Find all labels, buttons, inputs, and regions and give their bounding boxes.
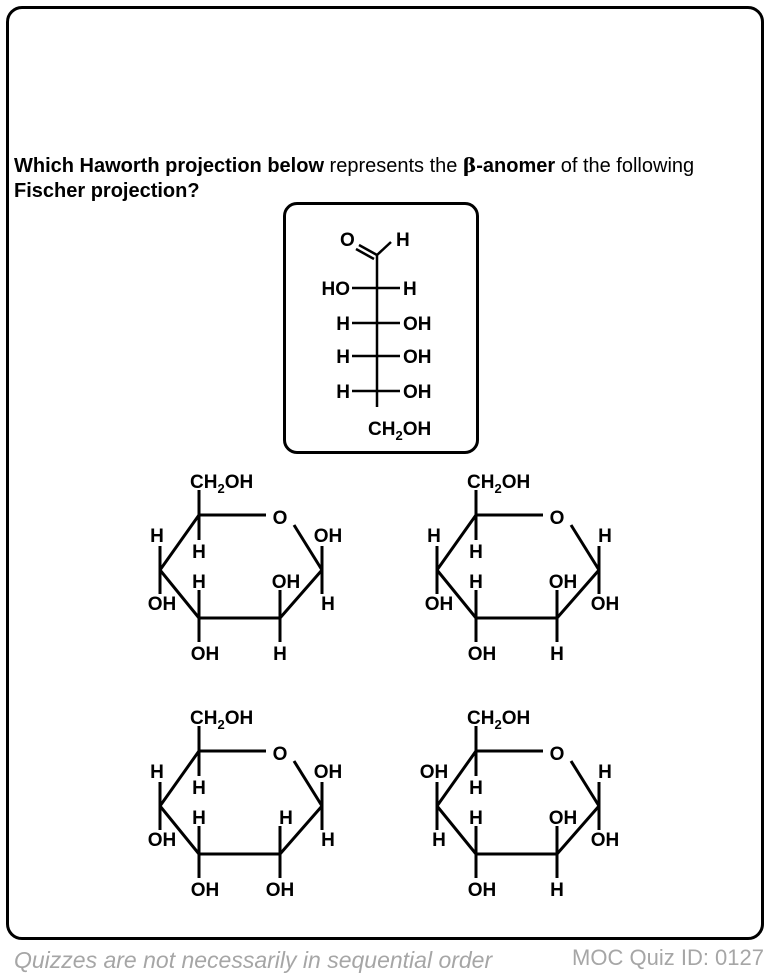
question-part2: represents the	[324, 155, 463, 177]
quiz-frame	[6, 6, 764, 940]
c1-down-label: OH	[591, 594, 620, 615]
c1-up-label: OH	[314, 526, 343, 547]
c3-down-label: OH	[468, 644, 497, 665]
fischer-c4-left: H	[336, 347, 350, 368]
c2-up-label: H	[279, 808, 293, 829]
fischer-c3-right: OH	[403, 314, 432, 335]
c4-down-label: OH	[148, 594, 177, 615]
c4-up-label: OH	[420, 762, 449, 783]
footer-note: Quizzes are not necessarily in sequentia…	[14, 947, 493, 973]
question-part3: of the following	[555, 155, 695, 177]
fischer-box	[283, 202, 479, 454]
c1-down-label: OH	[591, 830, 620, 851]
fischer-c3-left: H	[336, 314, 350, 335]
c4-up-label: H	[427, 526, 441, 547]
ring-oxygen: O	[550, 744, 565, 765]
beta-symbol: β	[462, 153, 477, 177]
c3-up-label: H	[469, 572, 483, 593]
c1-down-label: H	[321, 830, 335, 851]
c5-down-label: H	[192, 542, 206, 563]
c1-up-label: H	[598, 762, 612, 783]
c2-up-label: OH	[272, 572, 301, 593]
c1-up-label: H	[598, 526, 612, 547]
c1-up-label: OH	[314, 762, 343, 783]
c3-up-label: H	[469, 808, 483, 829]
c2-down-label: H	[273, 644, 287, 665]
ring-oxygen: O	[273, 508, 288, 529]
fischer-c4-right: OH	[403, 347, 432, 368]
c3-down-label: OH	[468, 880, 497, 901]
c5-down-label: H	[192, 778, 206, 799]
ch2oh-label: CH2OH	[467, 708, 530, 732]
fischer-c5-right: OH	[403, 382, 432, 403]
ch2oh-label: CH2OH	[190, 472, 253, 496]
fischer-aldehyde-o: O	[340, 230, 355, 251]
quiz-id: MOC Quiz ID: 0127	[572, 945, 764, 970]
c4-down-label: OH	[425, 594, 454, 615]
c1-down-label: H	[321, 594, 335, 615]
c2-down-label: OH	[266, 880, 295, 901]
fischer-projection: O H HO H H OH H OH H OH CH2OH	[322, 230, 432, 443]
c2-down-label: H	[550, 644, 564, 665]
fischer-c2-right: H	[403, 279, 417, 300]
fischer-c6-label: CH2OH	[368, 419, 431, 443]
fischer-aldehyde-h: H	[396, 230, 410, 251]
c5-down-label: H	[469, 542, 483, 563]
fischer-c2-left: HO	[322, 279, 351, 300]
c4-up-label: H	[150, 762, 164, 783]
c4-up-label: H	[150, 526, 164, 547]
c3-down-label: OH	[191, 644, 220, 665]
ch2oh-label: CH2OH	[467, 472, 530, 496]
c5-down-label: H	[469, 778, 483, 799]
question-anomer: -anomer	[476, 155, 556, 177]
ring-oxygen: O	[550, 508, 565, 529]
c3-up-label: H	[192, 808, 206, 829]
c4-down-label: OH	[148, 830, 177, 851]
question-part4: Fischer projection?	[14, 180, 200, 202]
question-text: Which Haworth projection below represent…	[14, 153, 766, 204]
c3-down-label: OH	[191, 880, 220, 901]
ring-oxygen: O	[273, 744, 288, 765]
c3-up-label: H	[192, 572, 206, 593]
ch2oh-label: CH2OH	[190, 708, 253, 732]
question-part1: Which Haworth projection below	[14, 155, 324, 177]
fischer-c5-left: H	[336, 382, 350, 403]
c2-down-label: H	[550, 880, 564, 901]
c2-up-label: OH	[549, 808, 578, 829]
c2-up-label: OH	[549, 572, 578, 593]
c4-down-label: H	[432, 830, 446, 851]
